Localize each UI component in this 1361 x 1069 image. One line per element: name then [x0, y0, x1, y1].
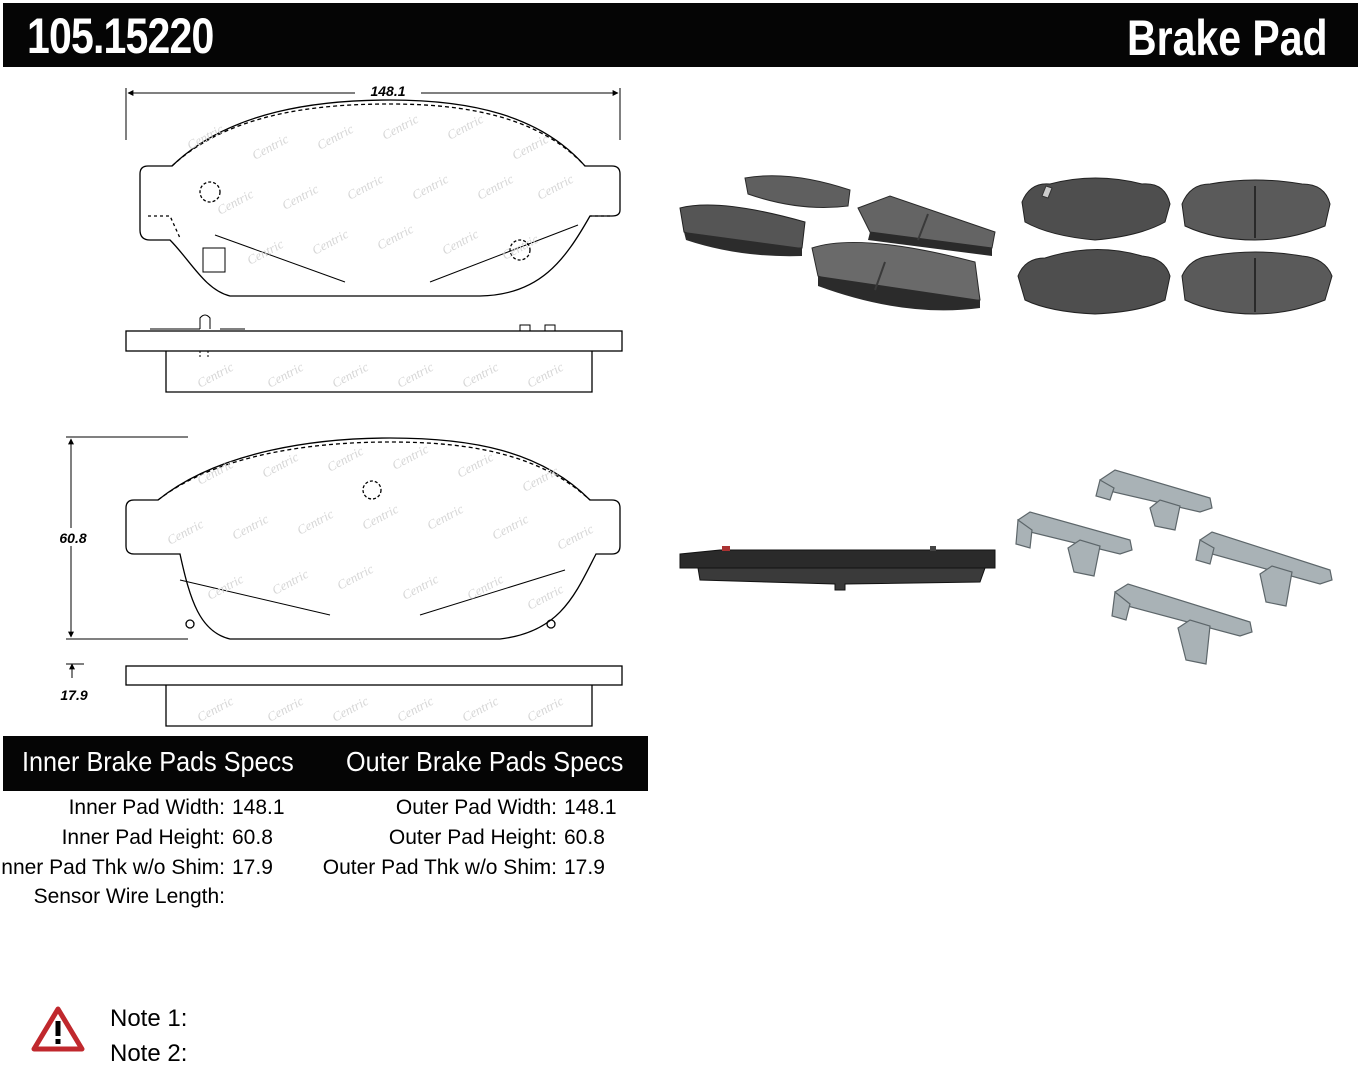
svg-text:Centric: Centric — [519, 463, 561, 495]
svg-text:Centric: Centric — [524, 693, 566, 725]
svg-text:Centric: Centric — [464, 571, 506, 603]
height-label: 60.8 — [59, 530, 86, 546]
inner-pad-drawing — [139, 99, 621, 297]
part-number: 105.15220 — [27, 8, 214, 64]
pad-set-photo-flat — [1017, 177, 1333, 315]
width-label: 148.1 — [370, 83, 405, 99]
svg-text:Centric: Centric — [524, 359, 566, 391]
svg-text:Centric: Centric — [534, 171, 576, 203]
warning-icon — [31, 1006, 85, 1052]
svg-text:Centric: Centric — [509, 131, 551, 163]
svg-text:Centric: Centric — [359, 501, 401, 533]
svg-text:Centric: Centric — [489, 511, 531, 543]
outer-height-value: 60.8 — [564, 826, 605, 849]
svg-text:Centric: Centric — [444, 111, 486, 143]
inner-thickness-value: 17.9 — [232, 856, 273, 879]
inner-side-watermark: Centric Centric Centric Centric Centric … — [194, 359, 566, 391]
svg-text:Centric: Centric — [229, 511, 271, 543]
svg-text:Centric: Centric — [244, 236, 286, 268]
inner-pad-watermark: Centric Centric Centric Centric Centric … — [184, 111, 576, 268]
svg-text:Centric: Centric — [324, 443, 366, 475]
svg-text:Centric: Centric — [309, 226, 351, 258]
inner-height-value: 60.8 — [232, 826, 273, 849]
svg-text:Centric: Centric — [394, 693, 436, 725]
outer-pad-drawing — [125, 437, 621, 640]
inner-width-label: Inner Pad Width: — [68, 796, 225, 819]
pad-side-profile-photo — [679, 546, 996, 591]
svg-text:Centric: Centric — [344, 171, 386, 203]
svg-text:Centric: Centric — [269, 566, 311, 598]
svg-text:Centric: Centric — [249, 131, 291, 163]
outer-side-watermark: Centric Centric Centric Centric Centric … — [194, 693, 566, 725]
svg-text:Centric: Centric — [164, 516, 206, 548]
outer-pad-watermark: Centric Centric Centric Centric Centric … — [164, 441, 596, 613]
svg-text:Centric: Centric — [214, 186, 256, 218]
sensor-wire-label: Sensor Wire Length: — [33, 885, 225, 908]
outer-width-label: Outer Pad Width: — [395, 796, 557, 819]
svg-text:Centric: Centric — [409, 171, 451, 203]
outer-height-label: Outer Pad Height: — [388, 826, 557, 849]
note-2: Note 2: — [110, 1040, 188, 1067]
specs-header-bar: Inner Brake Pads Specs Outer Brake Pads … — [3, 736, 648, 791]
svg-text:Centric: Centric — [204, 571, 246, 603]
svg-text:Centric: Centric — [329, 359, 371, 391]
svg-text:Centric: Centric — [439, 226, 481, 258]
inner-specs-title: Inner Brake Pads Specs — [22, 746, 294, 777]
note-1: Note 1: — [110, 1005, 188, 1032]
svg-text:Centric: Centric — [389, 441, 431, 473]
svg-text:Centric: Centric — [184, 121, 226, 153]
svg-text:Centric: Centric — [499, 231, 541, 263]
thickness-dimension: 17.9 — [60, 663, 88, 703]
inner-pad-side-view — [125, 314, 623, 393]
svg-text:Centric: Centric — [424, 501, 466, 533]
pad-set-photo-angled — [679, 175, 996, 311]
svg-text:Centric: Centric — [329, 693, 371, 725]
svg-text:Centric: Centric — [454, 449, 496, 481]
svg-text:Centric: Centric — [314, 121, 356, 153]
svg-text:Centric: Centric — [194, 456, 236, 488]
svg-text:Centric: Centric — [459, 693, 501, 725]
outer-thickness-value: 17.9 — [564, 856, 605, 879]
outer-pad-side-view — [125, 665, 623, 727]
outer-thickness-label: Outer Pad Thk w/o Shim: — [322, 856, 557, 879]
svg-text:Centric: Centric — [459, 359, 501, 391]
svg-text:Centric: Centric — [374, 221, 416, 253]
svg-text:Centric: Centric — [524, 581, 566, 613]
svg-text:Centric: Centric — [264, 693, 306, 725]
svg-text:Centric: Centric — [279, 181, 321, 213]
svg-text:Centric: Centric — [474, 171, 516, 203]
document-type: Brake Pad — [1127, 10, 1328, 66]
hardware-clips-photo — [1015, 469, 1333, 665]
title-bar: 105.15220 Brake Pad — [3, 3, 1358, 67]
svg-text:Centric: Centric — [294, 506, 336, 538]
inner-thickness-label: Inner Pad Thk w/o Shim: — [0, 856, 225, 879]
thickness-label: 17.9 — [60, 687, 87, 703]
svg-text:Centric: Centric — [334, 561, 376, 593]
inner-height-label: Inner Pad Height: — [61, 826, 225, 849]
svg-text:Centric: Centric — [264, 359, 306, 391]
svg-text:Centric: Centric — [379, 111, 421, 143]
svg-text:Centric: Centric — [399, 571, 441, 603]
width-dimension: 148.1 — [125, 82, 621, 140]
inner-width-value: 148.1 — [232, 796, 285, 819]
svg-text:Centric: Centric — [394, 359, 436, 391]
outer-specs-title: Outer Brake Pads Specs — [346, 746, 624, 777]
svg-text:Centric: Centric — [194, 359, 236, 391]
svg-text:Centric: Centric — [259, 449, 301, 481]
svg-text:Centric: Centric — [554, 521, 596, 553]
svg-text:Centric: Centric — [194, 693, 236, 725]
height-dimension: 60.8 — [50, 436, 188, 640]
outer-width-value: 148.1 — [564, 796, 617, 819]
